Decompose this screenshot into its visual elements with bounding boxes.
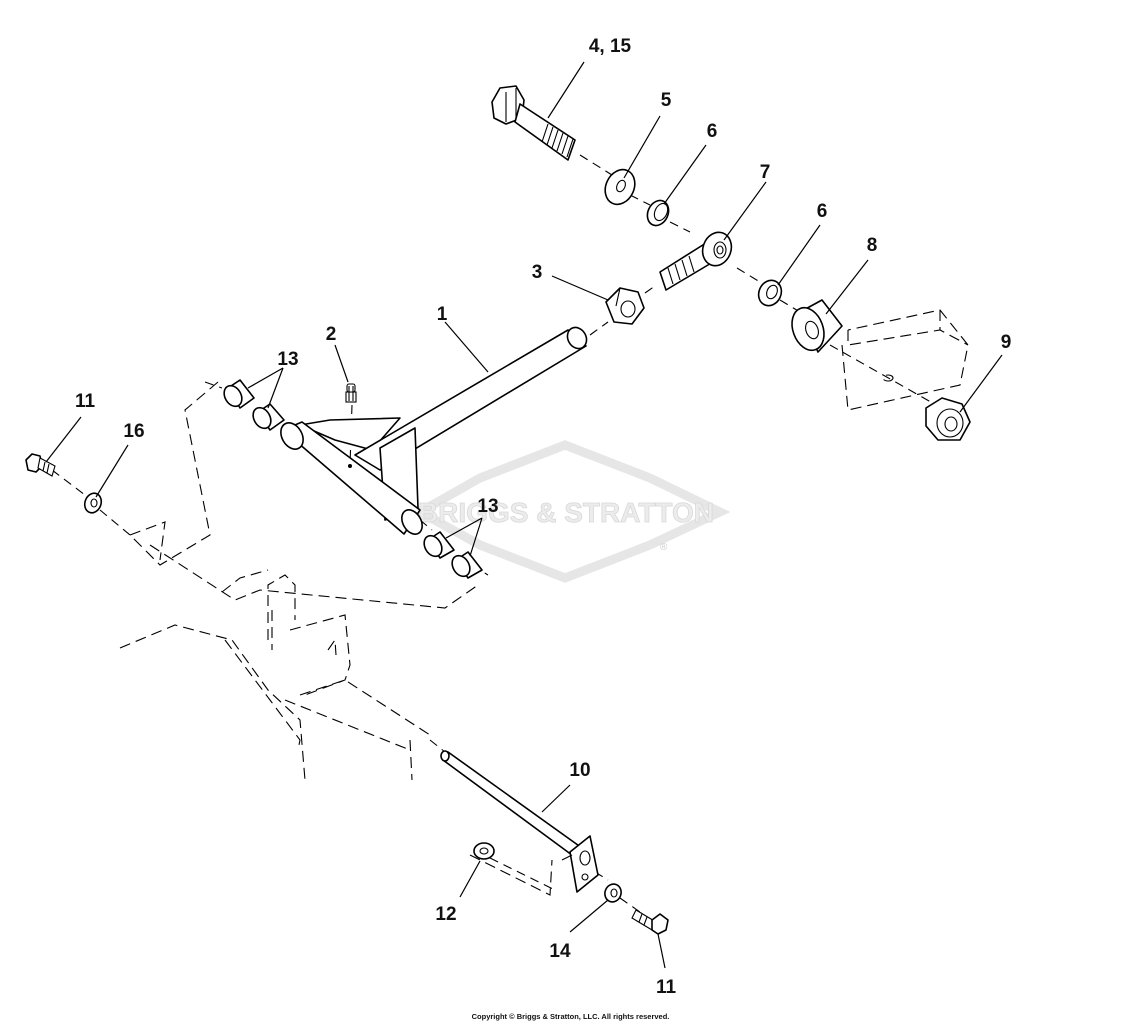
callout-5: 5 [661,90,672,111]
callout-7: 7 [760,162,771,183]
callout-8: 8 [867,235,878,256]
part-washer-right [604,883,622,903]
callout-14: 14 [549,941,571,962]
part-hex-nut [605,287,645,325]
part-grease-fitting [345,383,357,403]
callout-numbers: 1 2 3 4, 15 5 6 7 6 8 9 10 11 11 12 13 1… [75,36,1011,998]
watermark-text: BRIGGS & STRATTON [418,497,714,528]
part-hex-bolt [491,85,576,161]
callout-16: 16 [123,421,144,442]
briggs-stratton-watermark: BRIGGS & STRATTON ® [410,440,731,583]
part-axle-bushings-lower [423,531,483,579]
callout-1: 1 [437,304,448,325]
part-small-bolt-left [25,453,56,477]
rod-end-threads [667,255,695,285]
callout-11-right: 11 [656,977,677,998]
part-rod-end [659,231,733,291]
part-flat-washer [604,168,636,206]
callout-10: 10 [569,760,590,781]
part-spacer-ring-lower [757,279,783,307]
copyright-notice: Copyright © Briggs & Stratton, LLC. All … [471,1012,670,1021]
part-spacer-ring-upper [646,199,670,227]
callout-11-left: 11 [75,391,96,412]
part-front-axle [280,326,588,535]
callout-4-15: 4, 15 [589,36,632,57]
part-pivot-stud [440,750,599,893]
callout-6-lower: 6 [817,201,828,222]
frame-phantom-outline [119,309,969,896]
callout-13-upper: 13 [277,349,298,370]
watermark-diamond-outline [410,440,731,583]
part-bushing [791,299,843,353]
callout-2: 2 [326,324,337,345]
part-washer-left [83,492,103,514]
callout-13-lower: 13 [477,496,498,517]
bolt-threads [541,123,574,158]
part-small-bolt-right [631,909,669,935]
leader-lines [45,61,1003,969]
callout-3: 3 [532,262,543,283]
part-nut-small [473,842,495,860]
callout-12: 12 [435,904,456,925]
part-lock-nut [925,397,971,441]
watermark-registered-mark: ® [660,542,668,553]
callout-9: 9 [1001,332,1012,353]
callout-6-upper: 6 [707,121,718,142]
part-axle-bushings-upper [223,379,285,431]
